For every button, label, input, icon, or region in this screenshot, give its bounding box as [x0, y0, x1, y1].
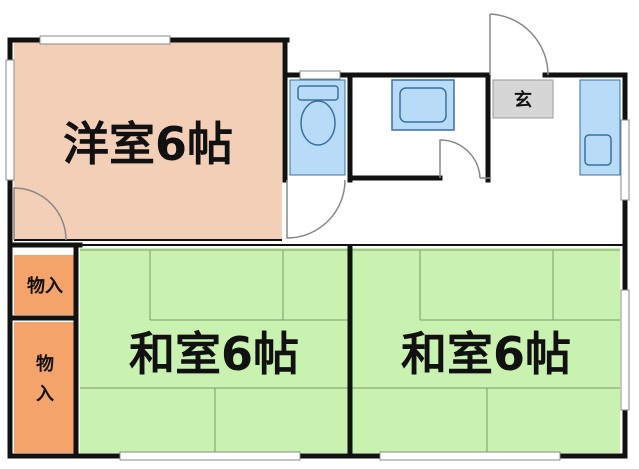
entrance-box — [492, 79, 554, 119]
bathtub-fixture — [391, 79, 455, 131]
japanese-room-left-label: 和室6帖 — [129, 327, 299, 381]
japanese-room-left — [80, 248, 348, 453]
thin-walls — [14, 239, 625, 246]
tatami-lines-right — [352, 249, 620, 453]
storage-bottom-label-1: 物 — [36, 353, 54, 375]
tatami-lines-left — [80, 249, 348, 453]
entrance-label: 玄 — [514, 89, 532, 111]
japanese-room-right-label: 和室6帖 — [401, 327, 571, 381]
toilet-fixture — [289, 79, 346, 176]
western-room — [14, 42, 282, 240]
western-room-label: 洋室6帖 — [63, 117, 233, 171]
storage-bottom-label-2: 入 — [36, 384, 54, 405]
sink-fixture — [579, 79, 621, 176]
storage-top — [14, 255, 76, 315]
japanese-room-right — [352, 248, 620, 453]
doors — [13, 13, 549, 241]
storage-bottom — [14, 322, 76, 453]
windows — [5, 35, 630, 461]
storage-top-label: 物入 — [27, 275, 63, 297]
